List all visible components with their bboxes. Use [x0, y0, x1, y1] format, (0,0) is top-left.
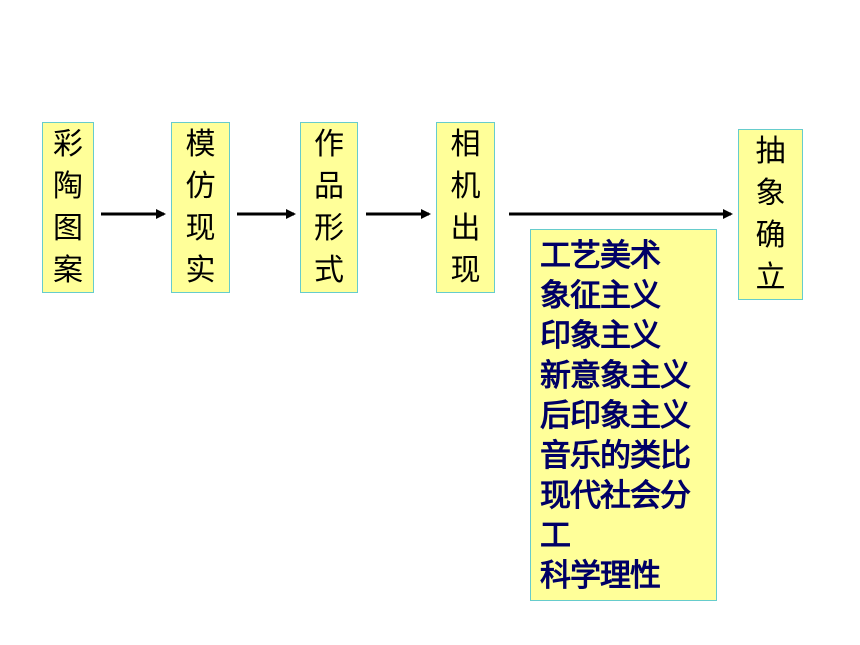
- node-box: 相 机 出 现: [436, 122, 495, 293]
- node-char: 形: [314, 210, 344, 246]
- factor-line: 科学理性: [540, 558, 661, 594]
- node-char: 实: [185, 252, 216, 288]
- node-char: 机: [450, 168, 481, 204]
- node-box: 作 品 形 式: [300, 122, 358, 293]
- node-char: 陶: [53, 168, 83, 204]
- node-box: 模 仿 现 实: [171, 122, 230, 293]
- factor-line: 象征主义: [540, 278, 661, 314]
- factor-line: 印象主义: [540, 318, 661, 354]
- factor-line: 现代社会分: [540, 478, 691, 514]
- node-char: 现: [185, 210, 216, 246]
- node-char: 立: [755, 259, 786, 295]
- node-char: 案: [53, 252, 83, 288]
- factor-line: 新意象主义: [540, 358, 691, 394]
- node-char: 式: [314, 252, 344, 288]
- node-char: 确: [755, 217, 786, 253]
- node-char: 相: [450, 126, 481, 162]
- node-char: 彩: [53, 126, 83, 162]
- node-char: 仿: [185, 168, 216, 204]
- node-char: 象: [755, 175, 786, 211]
- factors-box: 工艺美术 象征主义 印象主义 新意象主义 后印象主义 音乐的类比 现代社会分 工…: [530, 229, 717, 601]
- factor-line: 后印象主义: [540, 398, 691, 434]
- factor-line: 工: [540, 518, 571, 554]
- node-char: 品: [314, 168, 344, 204]
- node-char: 抽: [755, 133, 786, 169]
- factor-line: 音乐的类比: [540, 438, 691, 474]
- node-char: 模: [185, 126, 216, 162]
- factor-line: 工艺美术: [540, 238, 661, 274]
- node-char: 图: [53, 210, 83, 246]
- node-char: 出: [450, 210, 481, 246]
- node-char: 作: [314, 126, 344, 162]
- node-box: 彩 陶 图 案: [42, 122, 94, 293]
- node-char: 现: [450, 252, 481, 288]
- node-box: 抽 象 确 立: [738, 129, 803, 300]
